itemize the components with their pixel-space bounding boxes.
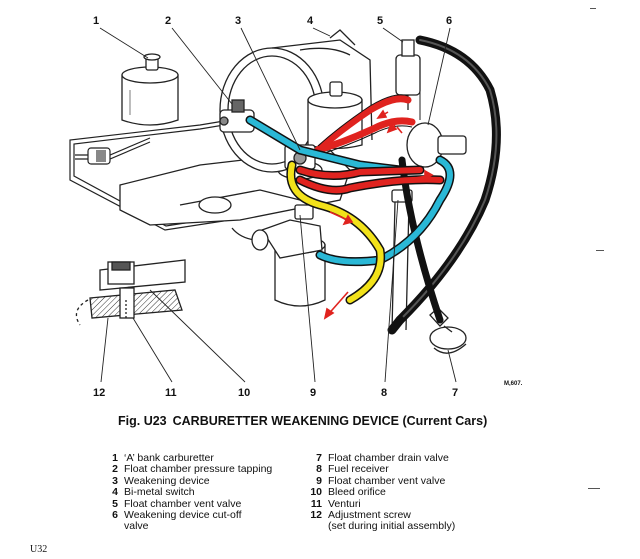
callout-4: 4 (307, 15, 314, 27)
legend-number: 12 (310, 509, 322, 522)
margin-mark (596, 250, 604, 251)
yellow-drain-pipe (286, 160, 386, 305)
reference-code: M,607. (504, 381, 523, 387)
legend-item: 3 Weakening device (96, 474, 272, 487)
legend-item: 2 Float chamber pressure tapping (96, 463, 273, 476)
legend-number: 9 (316, 474, 322, 487)
legend-item: 6 Weakening device cut-off (96, 509, 272, 522)
figure-number: Fig. U23 (118, 414, 167, 428)
legend-item: 9 Float chamber vent valve (300, 474, 455, 487)
float-chamber-vent-valve-5 (395, 39, 421, 110)
legend-item: (set during initial assembly) (300, 520, 456, 533)
legend-text: Bleed orifice (328, 486, 386, 499)
carburetter-weakening-device-diagram: 1 2 3 4 5 6 12 11 10 9 8 7 M,607. (69, 15, 523, 399)
legend-text: ‘A’ bank carburetter (124, 452, 214, 464)
red-pipe-outline (317, 94, 413, 156)
figure-title: CARBURETTER WEAKENING DEVICE (Current Ca… (172, 414, 488, 428)
legend-text: Float chamber vent valve (328, 474, 446, 487)
legend-text: Bi-metal switch (124, 486, 195, 499)
callout-10: 10 (238, 387, 250, 399)
legend-text: Venturi (328, 497, 361, 510)
legend-item: valve (96, 520, 272, 533)
legend-text: Float chamber vent valve (124, 497, 242, 510)
callout-numbers: 1 2 3 4 5 6 12 11 10 9 8 7 (93, 15, 458, 399)
legend-text: Float chamber pressure tapping (124, 463, 273, 476)
legend-text: Adjustment screw (328, 509, 411, 522)
leader-lines (99, 27, 457, 383)
legend-item: 4 Bi-metal switch (96, 486, 272, 499)
red-pressure-pipe (314, 95, 416, 154)
callout-6: 6 (446, 15, 452, 27)
legend-number: 6 (112, 509, 118, 522)
legend-item: 10 Bleed orifice (300, 486, 455, 499)
legend-item: 1 ‘A’ bank carburetter (96, 452, 272, 464)
legend-number: 8 (316, 463, 322, 476)
legend-text: Weakening device (124, 474, 210, 487)
callout-9: 9 (310, 387, 316, 399)
page-reference: U32 (30, 544, 48, 555)
legend-text: (set during initial assembly) (328, 520, 456, 533)
legend-item: 7 Float chamber drain valve (300, 452, 455, 464)
legend-number: 5 (112, 497, 118, 510)
legend-number (96, 521, 124, 532)
callout-2: 2 (165, 15, 171, 27)
legend-left-column: 1 ‘A’ bank carburetter 2 Float chamber pre… (96, 452, 273, 533)
legend-number: 4 (112, 486, 118, 499)
legend-right-column: 7 Float chamber drain valve 8 Fuel receive… (300, 452, 456, 533)
legend-text: Float chamber drain valve (328, 452, 449, 464)
callout-12: 12 (93, 387, 105, 399)
figure-caption: Fig. U23 CARBURETTER WEAKENING DEVICE (Cu… (118, 414, 487, 428)
legend-item: 8 Fuel receiver (300, 463, 455, 476)
callout-8: 8 (381, 387, 387, 399)
callout-11: 11 (165, 387, 177, 399)
legend-number: 3 (112, 474, 118, 487)
callout-7: 7 (452, 387, 458, 399)
flow-arrows (323, 109, 434, 320)
legend-number (300, 521, 328, 532)
a-bank-carburetter (121, 53, 179, 126)
legend-number: 7 (316, 452, 322, 464)
float-chamber-vent-valve-9 (231, 204, 326, 307)
callout-5: 5 (377, 15, 383, 27)
legend-item: 12 Adjustment screw (300, 509, 455, 522)
legend-number: 1 (112, 452, 118, 464)
legend-text: Fuel receiver (328, 463, 389, 476)
legend-text: valve (124, 520, 149, 533)
margin-mark (588, 488, 600, 489)
pipe-union (87, 147, 111, 165)
margin-mark (590, 8, 596, 9)
legend-item: 11 Venturi (300, 497, 455, 510)
legend-text: Weakening device cut-off (124, 509, 242, 522)
legend-number: 11 (310, 497, 322, 510)
red-black-float-pipe (295, 165, 445, 195)
weakening-device-cut-off-valve (406, 70, 467, 168)
bleed-orifice-cutaway (75, 259, 186, 326)
legend-number: 10 (310, 486, 322, 499)
legend-item: 5 Float chamber vent valve (96, 497, 272, 510)
callout-3: 3 (235, 15, 241, 27)
legend-number: 2 (112, 463, 118, 476)
callout-1: 1 (93, 15, 99, 27)
